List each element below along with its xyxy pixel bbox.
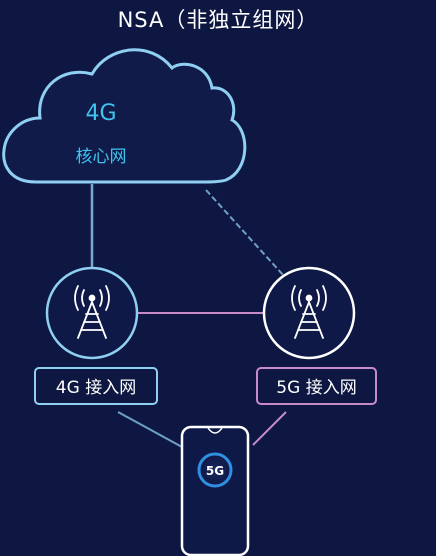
link-5g-to-phone (252, 411, 287, 446)
link-core-to-5g (205, 189, 285, 277)
antenna-tower-icon (291, 285, 327, 339)
diagram-title: NSA（非独立组网） (117, 8, 319, 32)
link-4g-to-phone (117, 411, 183, 448)
antenna-tower-icon (74, 285, 110, 339)
core-network-label: 核心网 (75, 147, 127, 167)
tower-5g (262, 266, 356, 360)
tower-4g (45, 266, 139, 360)
smartphone-icon (180, 425, 250, 556)
access-network-4g-label: 4G 接入网 (34, 367, 158, 405)
device-5g-badge: 5G (205, 464, 225, 478)
core-network-generation: 4G (85, 101, 117, 126)
core-network-cloud (2, 48, 247, 184)
access-network-5g-label: 5G 接入网 (256, 367, 377, 405)
